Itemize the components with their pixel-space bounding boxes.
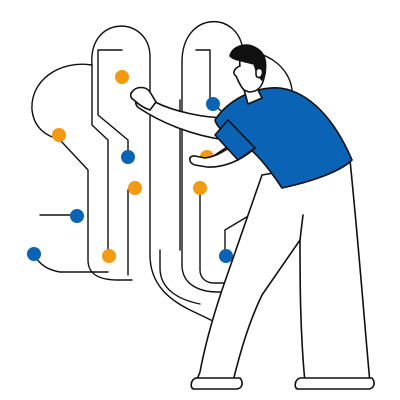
circuit-node-icon <box>102 249 116 263</box>
circuit-nodes <box>27 70 265 263</box>
circuit-node-icon <box>193 181 207 195</box>
circuit-node-icon <box>27 247 41 261</box>
circuit-node-icon <box>128 181 142 195</box>
person-icon <box>129 44 375 390</box>
circuit-node-icon <box>219 249 233 263</box>
circuit-node-icon <box>115 70 129 84</box>
circuit-node-icon <box>121 150 135 164</box>
circuit-node-icon <box>70 209 84 223</box>
circuit-node-icon <box>206 97 220 111</box>
circuit-node-icon <box>52 128 66 142</box>
